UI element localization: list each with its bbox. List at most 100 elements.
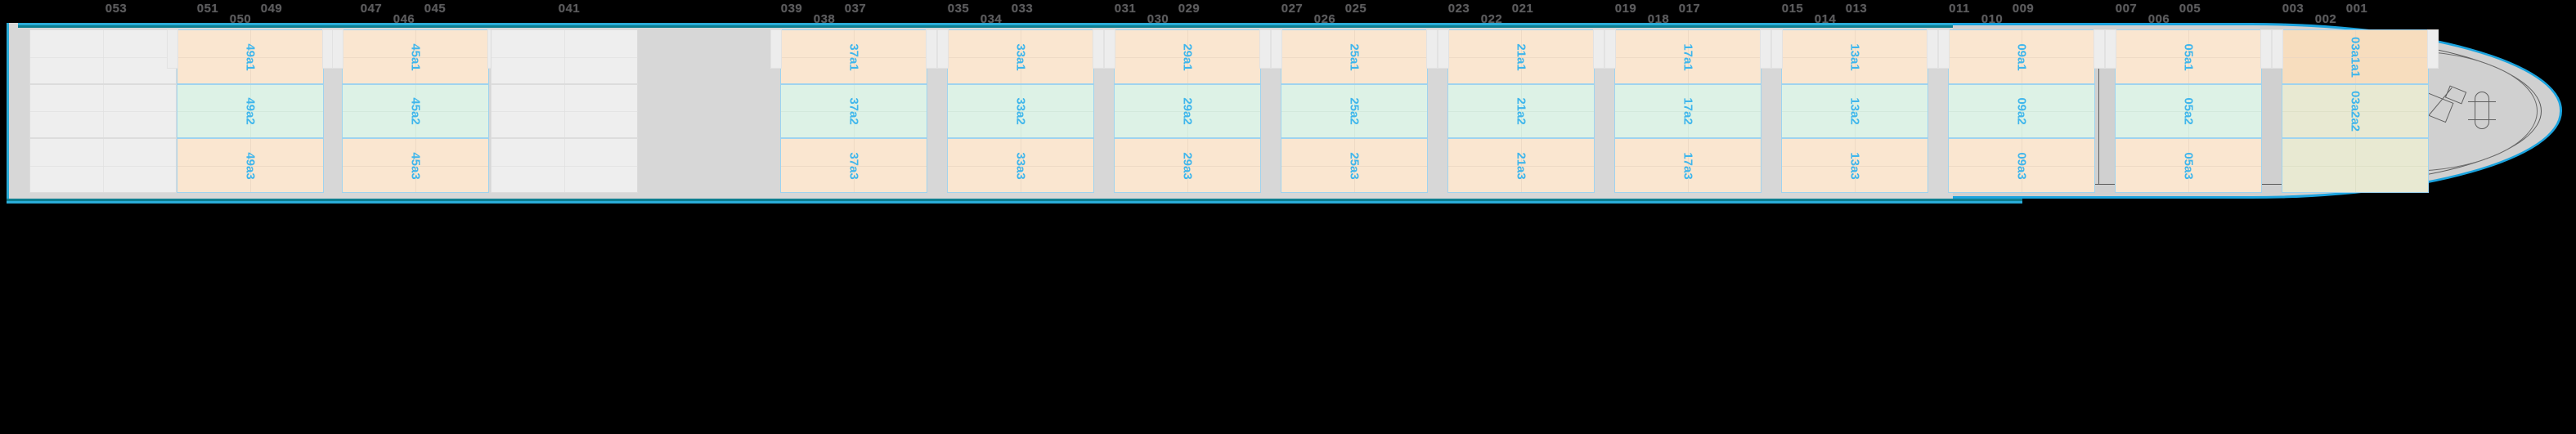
slot-grid bbox=[1615, 139, 1761, 192]
slot-grid bbox=[491, 85, 637, 137]
bay-03-tier-a3[interactable] bbox=[2282, 138, 2429, 193]
bay-05-tier-a1[interactable]: 05a1 bbox=[2115, 29, 2262, 84]
bay-13-tier-a2[interactable]: 13a2 bbox=[1781, 84, 1928, 138]
slot-grid bbox=[781, 85, 927, 137]
bay-33-tier-a3[interactable]: 33a3 bbox=[947, 138, 1094, 193]
tier-label-03a1a1: 03a1a1 bbox=[2348, 36, 2363, 78]
frame-label-002: 002 bbox=[2314, 12, 2337, 26]
frame-label-030: 030 bbox=[1147, 12, 1169, 26]
slot-grid bbox=[177, 30, 323, 83]
bay-05[interactable]: 05a1 05a2 05a3 bbox=[2105, 23, 2272, 199]
bay-21-tier-a1[interactable]: 21a1 bbox=[1447, 29, 1595, 84]
bay-49-tier-a1[interactable]: 49a1 bbox=[177, 29, 324, 84]
bay-17-tier-a2[interactable]: 17a2 bbox=[1614, 84, 1761, 138]
frame-label-014: 014 bbox=[1814, 12, 1837, 26]
bay-45-tier-a3[interactable]: 45a3 bbox=[342, 138, 489, 193]
tier-label-37a2: 37a2 bbox=[846, 97, 861, 125]
tier-label-33a3: 33a3 bbox=[1013, 151, 1028, 180]
slot-grid bbox=[1448, 139, 1594, 192]
lashing-pedestal bbox=[1938, 29, 1950, 69]
bay-x-tier-a3[interactable] bbox=[491, 138, 638, 193]
bay-09-tier-a2[interactable]: 09a2 bbox=[1948, 84, 2095, 138]
bay-03[interactable]: 03a1a1 03a2a2 bbox=[2272, 23, 2439, 199]
slot-grid bbox=[2282, 30, 2428, 83]
bay-29-tier-a2[interactable]: 29a2 bbox=[1114, 84, 1261, 138]
tier-label-17a3: 17a3 bbox=[1681, 151, 1695, 180]
bay-17-tier-a3[interactable]: 17a3 bbox=[1614, 138, 1761, 193]
bay-05-tier-a3[interactable]: 05a3 bbox=[2115, 138, 2262, 193]
bay-13-tier-a3[interactable]: 13a3 bbox=[1781, 138, 1928, 193]
frame-label-033: 033 bbox=[1011, 2, 1034, 16]
bay-03-tier-a1[interactable]: 03a1a1 bbox=[2282, 29, 2429, 84]
bay-45-tier-a1[interactable]: 45a1 bbox=[342, 29, 489, 84]
bay-37[interactable]: 37a1 37a2 37a3 bbox=[770, 23, 937, 199]
bay-49-tier-a3[interactable]: 49a3 bbox=[177, 138, 324, 193]
tier-label-29a1: 29a1 bbox=[1180, 43, 1195, 71]
bay-37-tier-a1[interactable]: 37a1 bbox=[780, 29, 927, 84]
bay-05-tier-a2[interactable]: 05a2 bbox=[2115, 84, 2262, 138]
bay-29-tier-a1[interactable]: 29a1 bbox=[1114, 29, 1261, 84]
bay-29-tier-a3[interactable]: 29a3 bbox=[1114, 138, 1261, 193]
slot-grid bbox=[781, 139, 927, 192]
bay-x-tier-a3[interactable] bbox=[29, 138, 177, 193]
bay-x-tier-a2[interactable] bbox=[29, 84, 177, 138]
bay-x-tier-a1[interactable] bbox=[491, 29, 638, 84]
frame-label-041: 041 bbox=[558, 2, 581, 16]
lashing-pedestal bbox=[1438, 29, 1449, 69]
bay-x-tier-a1[interactable] bbox=[29, 29, 177, 84]
bay-13-tier-a1[interactable]: 13a1 bbox=[1781, 29, 1928, 84]
bay-03-tier-a2[interactable]: 03a2a2 bbox=[2282, 84, 2429, 138]
frame-label-005: 005 bbox=[2179, 2, 2201, 16]
bay-09-tier-a1[interactable]: 09a1 bbox=[1948, 29, 2095, 84]
frame-label-023: 023 bbox=[1447, 2, 1470, 16]
slot-grid bbox=[1782, 30, 1928, 83]
bay-45[interactable]: 45a1 45a2 45a3 bbox=[332, 23, 499, 199]
bay-49-tier-a2[interactable]: 49a2 bbox=[177, 84, 324, 138]
lashing-pedestal-fwd bbox=[2427, 29, 2439, 69]
slot-grid bbox=[2116, 30, 2261, 83]
vessel-hull: 49a1 49a2 49a3 45a1 45a2 45a3 37a1 37a2 37a3 33a1… bbox=[7, 23, 2562, 204]
bay-17-tier-a1[interactable]: 17a1 bbox=[1614, 29, 1761, 84]
bay-33-tier-a2[interactable]: 33a2 bbox=[947, 84, 1094, 138]
bollard-bar-top bbox=[2468, 101, 2496, 102]
slot-grid bbox=[1281, 30, 1427, 83]
bay-inactive[interactable] bbox=[491, 23, 638, 199]
lashing-pedestal-fwd bbox=[2094, 29, 2105, 69]
bay-25-tier-a1[interactable]: 25a1 bbox=[1281, 29, 1428, 84]
tier-label-33a1: 33a1 bbox=[1013, 43, 1028, 71]
bay-21-tier-a2[interactable]: 21a2 bbox=[1447, 84, 1595, 138]
bay-33[interactable]: 33a1 33a2 33a3 bbox=[937, 23, 1104, 199]
bay-25-tier-a2[interactable]: 25a2 bbox=[1281, 84, 1428, 138]
slot-grid bbox=[1615, 30, 1761, 83]
tier-label-05a2: 05a2 bbox=[2181, 97, 2196, 125]
slot-grid bbox=[1949, 85, 2094, 137]
frame-label-025: 025 bbox=[1344, 2, 1367, 16]
tier-label-45a2: 45a2 bbox=[408, 97, 423, 125]
bay-49[interactable]: 49a1 49a2 49a3 bbox=[167, 23, 334, 199]
tier-label-05a3: 05a3 bbox=[2181, 151, 2196, 180]
bay-09-tier-a3[interactable]: 09a3 bbox=[1948, 138, 2095, 193]
slot-grid bbox=[177, 85, 323, 137]
bay-x-tier-a2[interactable] bbox=[491, 84, 638, 138]
bay-inactive[interactable] bbox=[29, 23, 177, 199]
tier-label-45a3: 45a3 bbox=[408, 151, 423, 180]
bay-25-tier-a3[interactable]: 25a3 bbox=[1281, 138, 1428, 193]
slot-grid bbox=[2282, 139, 2428, 192]
bay-37-tier-a3[interactable]: 37a3 bbox=[780, 138, 927, 193]
bay-21-tier-a3[interactable]: 21a3 bbox=[1447, 138, 1595, 193]
tier-label-05a1: 05a1 bbox=[2181, 43, 2196, 71]
tier-label-37a3: 37a3 bbox=[846, 151, 861, 180]
bay-33-tier-a1[interactable]: 33a1 bbox=[947, 29, 1094, 84]
forecastle-bulkhead bbox=[2098, 38, 2100, 185]
bay-45-tier-a2[interactable]: 45a2 bbox=[342, 84, 489, 138]
tier-label-13a1: 13a1 bbox=[1847, 43, 1862, 71]
bay-37-tier-a2[interactable]: 37a2 bbox=[780, 84, 927, 138]
tier-label-49a2: 49a2 bbox=[243, 97, 258, 125]
